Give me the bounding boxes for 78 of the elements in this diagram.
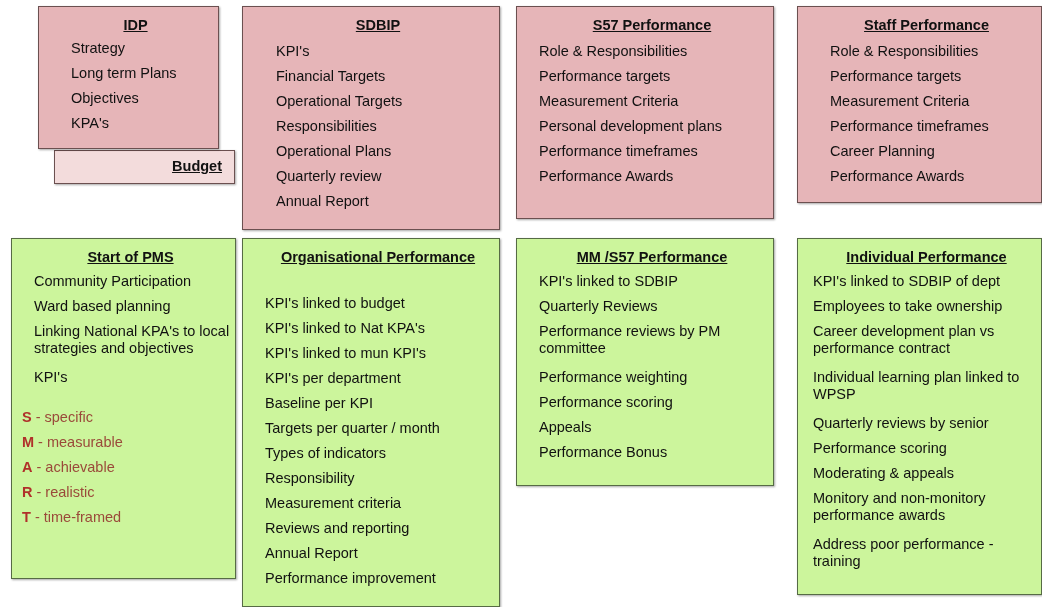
acronym-item: R - realistic [22,484,96,501]
box-heading: S57 Performance [591,16,713,34]
list-item: Operational Targets [276,93,404,110]
list-item: Performance reviews by PM committee [539,323,722,357]
list-item: Performance scoring [813,440,948,457]
box-heading: Organisational Performance [279,248,477,266]
list-item: Career development plan vs performance contract [813,323,996,357]
list-item: Performance Bonus [539,444,669,461]
list-item: KPI's linked to budget [265,295,406,312]
box-heading: SDBIP [354,16,402,34]
box-heading: Budget [172,157,222,175]
acronym-item: A - achievable [22,459,116,476]
list-item: Annual Report [265,545,359,562]
box-heading: Staff Performance [863,16,990,34]
list-item: Ward based planning [34,298,172,315]
list-item: Quarterly reviews by senior [813,415,990,432]
list-item: Annual Report [276,193,370,210]
info-box [516,238,774,486]
list-item: Strategy [71,40,126,57]
list-item: Performance timeframes [539,143,699,160]
list-item: Monitory and non-monitory performance awards [813,490,987,524]
info-box [516,6,774,219]
list-item: Performance Awards [830,168,966,185]
box-heading: MM /S57 Performance [575,248,729,266]
list-item: Role & Responsibilities [539,43,689,60]
list-item: Personal development plans [539,118,723,135]
list-item: Performance targets [539,68,672,85]
list-item: Address poor performance - training [813,536,995,570]
list-item: Baseline per KPI [265,395,374,412]
list-item: KPI's linked to SDBIP of dept [813,273,1002,290]
list-item: Linking National KPA's to local strategies and objectives [34,323,231,357]
list-item: Performance Awards [539,168,675,185]
list-item: Reviews and reporting [265,520,411,537]
list-item: KPI's per department [265,370,402,387]
list-item: Performance weighting [539,369,689,386]
info-box [242,6,500,230]
box-heading: IDP [122,16,149,34]
list-item: Measurement Criteria [830,93,971,110]
list-item: Performance improvement [265,570,437,587]
list-item: Types of indicators [265,445,387,462]
list-item: Role & Responsibilities [830,43,980,60]
list-item: Performance scoring [539,394,674,411]
info-box [38,6,219,149]
list-item: KPI's [34,369,69,386]
info-box [797,238,1042,595]
box-heading: Individual Performance [845,248,1008,266]
info-box [242,238,500,607]
list-item: KPI's linked to mun KPI's [265,345,428,362]
list-item: Performance timeframes [830,118,990,135]
list-item: Objectives [71,90,140,107]
list-item: KPI's linked to SDBIP [539,273,679,290]
info-box [797,6,1042,203]
list-item: Quarterly Reviews [539,298,659,315]
box-heading: Start of PMS [86,248,175,266]
list-item: Operational Plans [276,143,393,160]
list-item: Financial Targets [276,68,387,85]
list-item: Moderating & appeals [813,465,956,482]
list-item: Quarterly review [276,168,383,185]
info-box [11,238,236,579]
info-box [54,150,235,184]
list-item: Career Planning [830,143,936,160]
list-item: Community Participation [34,273,193,290]
list-item: Long term Plans [71,65,178,82]
list-item: Responsibility [265,470,356,487]
acronym-item: S - specific [22,409,94,426]
list-item: KPI's linked to Nat KPA's [265,320,426,337]
list-item: Measurement criteria [265,495,403,512]
acronym-item: T - time-framed [22,509,123,526]
list-item: Measurement Criteria [539,93,680,110]
list-item: Responsibilities [276,118,378,135]
list-item: Individual learning plan linked to WPSP [813,369,1021,403]
list-item: KPI's [276,43,311,60]
list-item: KPA's [71,115,110,132]
list-item: Employees to take ownership [813,298,1004,315]
list-item: Appeals [539,419,593,436]
list-item: Performance targets [830,68,963,85]
list-item: Targets per quarter / month [265,420,441,437]
acronym-item: M - measurable [22,434,124,451]
